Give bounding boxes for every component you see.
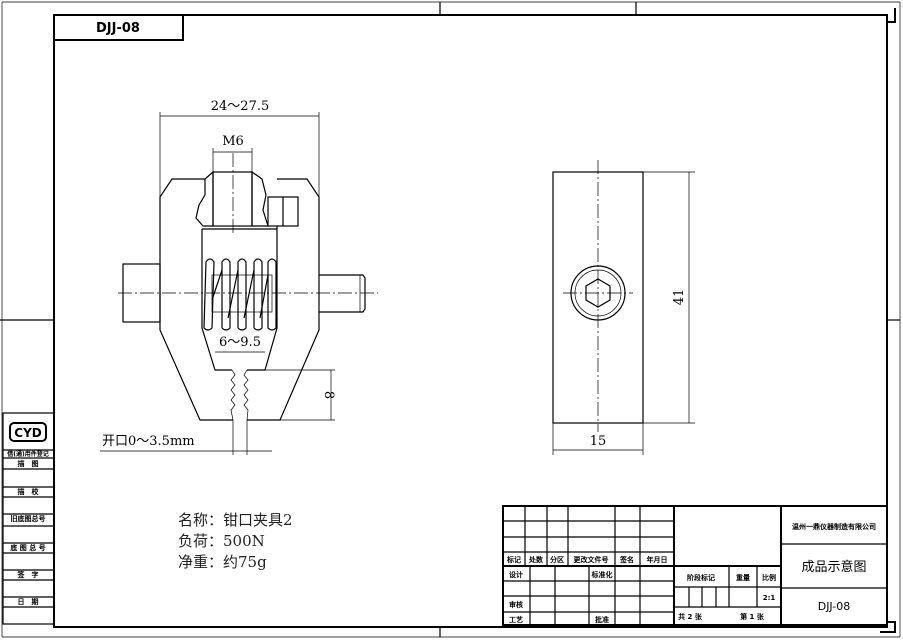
logo-text: CYD <box>14 426 41 440</box>
svg-text:6～9.5: 6～9.5 <box>219 335 261 350</box>
label-date: 日 期 <box>18 597 39 606</box>
drawing-number-tab: DJJ-08 <box>53 14 184 41</box>
spring <box>203 258 277 331</box>
label-borrow-register: 借(通)用件登记 <box>6 450 49 458</box>
label-base-number: 底 图 总 号 <box>10 543 45 552</box>
label-design: 设计 <box>509 570 523 579</box>
drawing-number: DJJ-08 <box>818 600 851 613</box>
header-date: 年月日 <box>647 555 668 564</box>
header-mark: 标记 <box>506 555 521 564</box>
sheets-total: 共 2 张 <box>678 612 703 621</box>
label-trace: 描 图 <box>18 459 39 468</box>
svg-text:8: 8 <box>321 391 336 399</box>
svg-text:M6: M6 <box>222 134 244 149</box>
left-strip: CYD 借(通)用件登记 描 图 描 校 旧底图总号 底 图 总 号 签 字 日… <box>2 412 55 625</box>
dimension-spring: 6～9.5 <box>215 335 265 353</box>
dimension-thickness: 15 <box>590 434 607 449</box>
notes: 名称：钳口夹具2 负荷：500N 净重：约75g <box>178 511 293 571</box>
dimension-opening: 开口0～3.5mm <box>100 420 272 455</box>
label-stage-mark: 阶段标记 <box>687 573 715 582</box>
sheet-number: 第 1 张 <box>740 612 765 621</box>
label-standardization: 标准化 <box>591 570 613 579</box>
svg-text:24～27.5: 24～27.5 <box>211 99 270 114</box>
dimension-height: 41 <box>672 289 687 306</box>
label-review: 审核 <box>509 600 523 609</box>
scale-value: 2:1 <box>763 594 776 602</box>
header-zone: 分区 <box>550 555 564 564</box>
title-block: 标记 处数 分区 更改文件号 签名 年月日 设计 标准化 审核 工艺 批准 阶段… <box>502 505 888 626</box>
front-view: 24～27.5 M6 6～9.5 8 开口0～3.5mm <box>100 99 378 455</box>
label-weight: 重量 <box>736 573 750 582</box>
note-weight: 净重：约75g <box>178 553 267 571</box>
svg-text:开口0～3.5mm: 开口0～3.5mm <box>102 434 195 449</box>
header-signature: 签名 <box>619 555 634 564</box>
note-name: 名称：钳口夹具2 <box>178 511 293 529</box>
drawing-number-tab-text: DJJ-08 <box>96 21 140 36</box>
label-process: 工艺 <box>509 615 523 624</box>
header-count: 处数 <box>528 555 544 564</box>
side-view: 41 15 <box>552 160 695 455</box>
dimension-width: 24～27.5 <box>159 99 320 197</box>
logo <box>9 422 47 442</box>
label-signature: 签 字 <box>17 570 39 579</box>
label-old-base-number: 旧底图总号 <box>11 514 46 523</box>
label-trace-check: 描 校 <box>18 487 40 496</box>
company-name: 温州一鼎仪器制造有限公司 <box>792 522 876 531</box>
header-change-doc: 更改文件号 <box>574 555 609 564</box>
drawing-title: 成品示意图 <box>801 559 866 575</box>
note-load: 负荷：500N <box>178 532 265 550</box>
dimension-thread: M6 <box>212 134 253 172</box>
label-scale: 比例 <box>762 573 776 582</box>
label-approve: 批准 <box>595 615 609 624</box>
dimension-jaw-depth: 8 <box>265 369 336 421</box>
